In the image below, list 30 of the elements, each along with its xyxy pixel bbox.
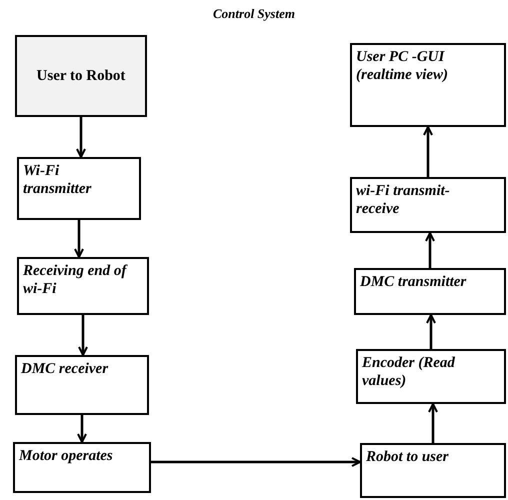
arrow — [428, 403, 438, 443]
process-box — [15, 355, 149, 415]
start-box — [15, 35, 147, 117]
box-label: Receiving end of wi-Fi — [23, 262, 128, 298]
box-label: Encoder (Read values) — [362, 354, 456, 390]
process-box — [350, 43, 506, 127]
process-box — [17, 157, 141, 220]
arrow — [423, 126, 433, 177]
box-label: DMC transmitter — [360, 273, 468, 291]
box-label: User to Robot — [36, 67, 126, 85]
process-box — [350, 177, 506, 233]
arrow — [425, 232, 435, 268]
arrow — [76, 117, 86, 158]
arrow — [78, 315, 88, 356]
process-box — [360, 443, 506, 498]
box-label: wi-Fi transmit- receive — [356, 182, 451, 218]
arrow — [74, 220, 84, 258]
box-label: Robot to user — [366, 448, 450, 466]
box-label: Wi-Fi transmitter — [23, 162, 92, 198]
process-box — [356, 349, 506, 404]
box-label: Motor operates — [19, 447, 114, 465]
process-box — [13, 442, 151, 493]
box-label: DMC receiver — [21, 360, 110, 378]
process-box — [17, 257, 149, 315]
box-label: User PC -GUI (realtime view) — [356, 48, 450, 84]
diagram-title: Control System — [212, 6, 296, 22]
arrow — [151, 457, 361, 467]
arrow — [77, 415, 87, 443]
arrow — [426, 314, 436, 349]
process-box — [354, 268, 506, 315]
